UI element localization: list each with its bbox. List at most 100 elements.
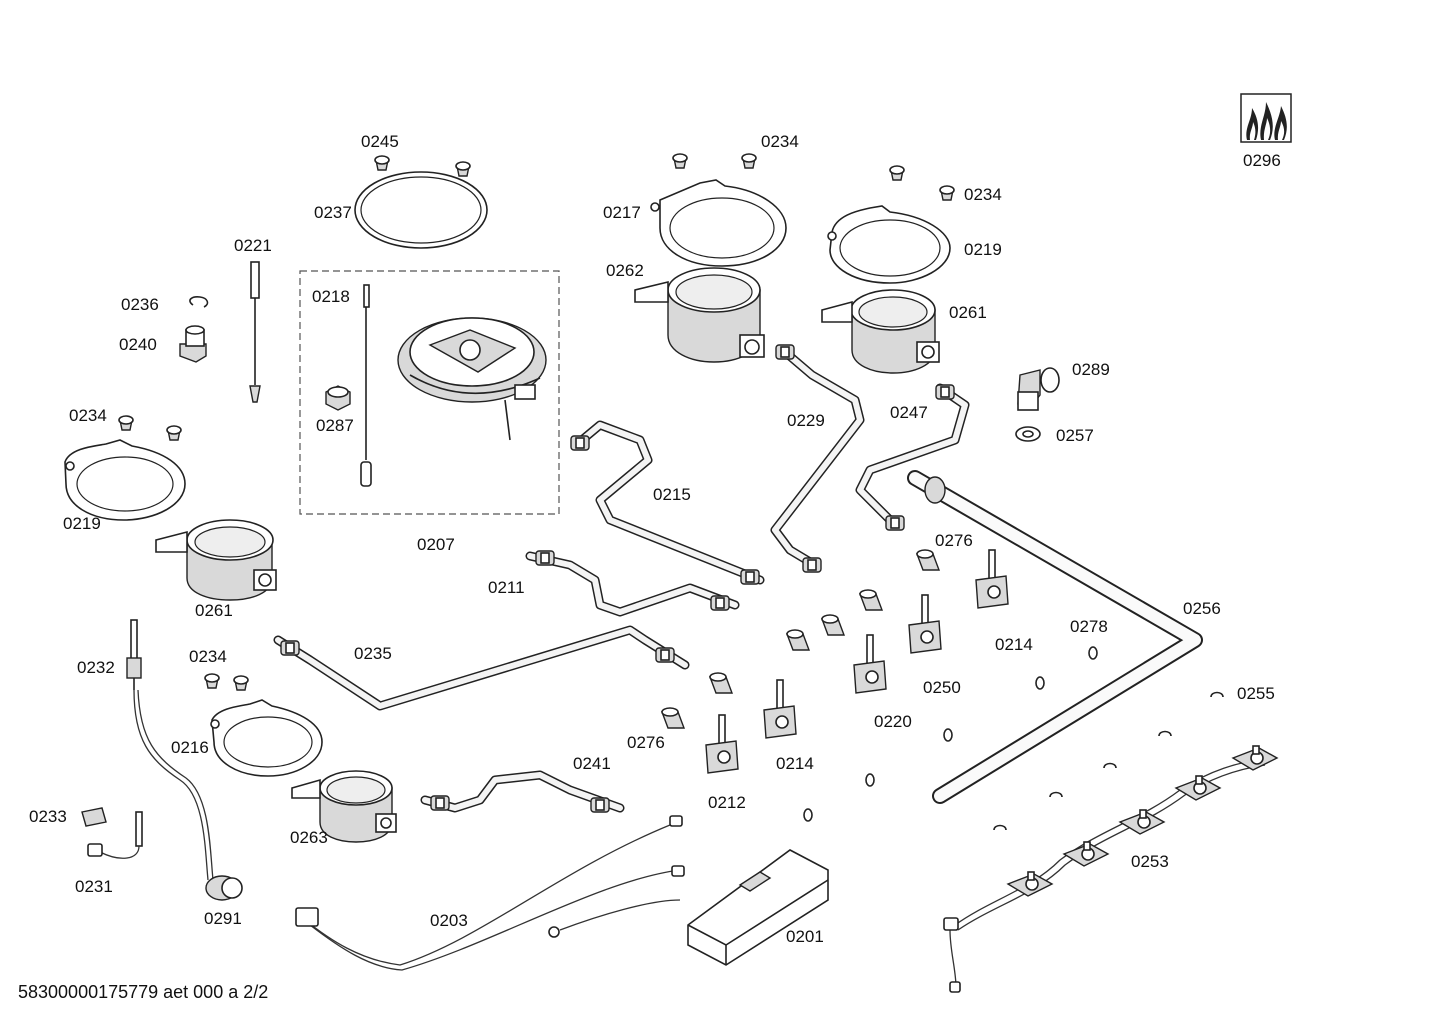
burner-assembly-0207: [397, 317, 547, 441]
connector-0291: [205, 875, 243, 901]
gasket-0237: [354, 171, 488, 249]
burner-cup-0261-right: [821, 289, 940, 374]
retaining-clip: [1210, 691, 1224, 698]
ignition-switch: [1174, 775, 1222, 801]
burner-cup-0263: [291, 770, 397, 843]
gas-tap: [975, 549, 1009, 609]
tube-fitting: [710, 595, 730, 611]
gasket-0219-left: [64, 439, 186, 521]
gas-pipe-0256: [907, 470, 1203, 804]
part-label-0233: 0233: [29, 807, 67, 826]
orings-0278: [803, 646, 1098, 822]
burner-cup-0262: [634, 267, 765, 363]
part-label-0291: 0291: [204, 909, 242, 928]
wiring-harness-0203: [295, 815, 685, 971]
assembly-0207-frame: [299, 270, 560, 515]
gas-tap: [908, 594, 942, 654]
tube-0215: [577, 420, 765, 585]
thermocouple-0218: [360, 284, 372, 487]
part-label-0215: 0215: [653, 485, 691, 504]
gas-tap: [705, 714, 739, 774]
injector-0276: [915, 549, 941, 571]
injector-0276: [820, 614, 846, 636]
switches-0253: [1006, 745, 1279, 897]
injector-0276: [708, 672, 734, 694]
switch-harness-0253: [943, 759, 1266, 993]
gasket-0217: [650, 179, 787, 267]
part-label-0261: 0261: [195, 601, 233, 620]
gasket-0219-right: [827, 205, 951, 284]
retaining-clip: [1158, 730, 1172, 737]
tube-0235: [273, 625, 690, 711]
part-label-0245: 0245: [361, 132, 399, 151]
nut-0287: [325, 385, 351, 411]
part-label-0250: 0250: [923, 678, 961, 697]
ignition-switch: [1062, 841, 1110, 867]
part-label-0262: 0262: [606, 261, 644, 280]
part-label-0289: 0289: [1072, 360, 1110, 379]
thermocouple-0232: [126, 619, 214, 881]
part-label-0296: 0296: [1243, 151, 1281, 170]
part-label-0255: 0255: [1237, 684, 1275, 703]
retaining-clip: [1049, 791, 1063, 798]
tube-fitting: [935, 384, 955, 400]
tube-fitting: [570, 435, 590, 451]
part-label-0234: 0234: [189, 647, 227, 666]
part-label-0207: 0207: [417, 535, 455, 554]
gas-flame-icon: [1240, 93, 1292, 143]
part-label-0203: 0203: [430, 911, 468, 930]
tube-0247: [855, 383, 970, 530]
part-label-0247: 0247: [890, 403, 928, 422]
screw: [204, 673, 220, 689]
o-ring: [943, 728, 953, 742]
o-ring: [1088, 646, 1098, 660]
part-label-0276: 0276: [627, 733, 665, 752]
tube-fitting: [535, 550, 555, 566]
part-label-0241: 0241: [573, 754, 611, 773]
injector-0276: [858, 589, 884, 611]
part-label-0231: 0231: [75, 877, 113, 896]
screw: [166, 425, 182, 441]
screw: [455, 161, 471, 177]
screw: [741, 153, 757, 169]
retaining-clip: [1103, 762, 1117, 769]
thermocouple-0221: [249, 261, 261, 403]
part-label-0221: 0221: [234, 236, 272, 255]
o-ring: [803, 808, 813, 822]
part-label-0201: 0201: [786, 927, 824, 946]
gas-taps: [660, 549, 1009, 774]
injector-0276: [785, 629, 811, 651]
o-ring: [865, 773, 875, 787]
clip-0233: [81, 807, 107, 827]
screw: [939, 185, 955, 201]
tube-fitting: [430, 795, 450, 811]
part-label-0287: 0287: [316, 416, 354, 435]
part-label-0211: 0211: [488, 578, 525, 597]
part-label-0234: 0234: [69, 406, 107, 425]
part-label-0235: 0235: [354, 644, 392, 663]
o-ring: [1035, 676, 1045, 690]
part-label-0240: 0240: [119, 335, 157, 354]
ignition-switch: [1118, 809, 1166, 835]
part-label-0216: 0216: [171, 738, 209, 757]
retaining-clip: [993, 824, 1007, 831]
part-label-0257: 0257: [1056, 426, 1094, 445]
ignition-switch: [1006, 871, 1054, 897]
tube-0211: [525, 551, 740, 617]
part-label-0253: 0253: [1131, 852, 1169, 871]
clip-0236: [189, 296, 209, 308]
part-label-0229: 0229: [787, 411, 825, 430]
electrode-0231: [87, 811, 143, 859]
screw: [672, 153, 688, 169]
part-label-0256: 0256: [1183, 599, 1221, 618]
tube-0241: [420, 770, 625, 813]
screw: [118, 415, 134, 431]
tube-fitting: [590, 797, 610, 813]
gas-tap: [853, 634, 887, 694]
injector-0276: [660, 707, 686, 729]
gasket-0216: [210, 699, 323, 777]
tube-fitting: [740, 569, 760, 585]
part-label-0263: 0263: [290, 828, 328, 847]
